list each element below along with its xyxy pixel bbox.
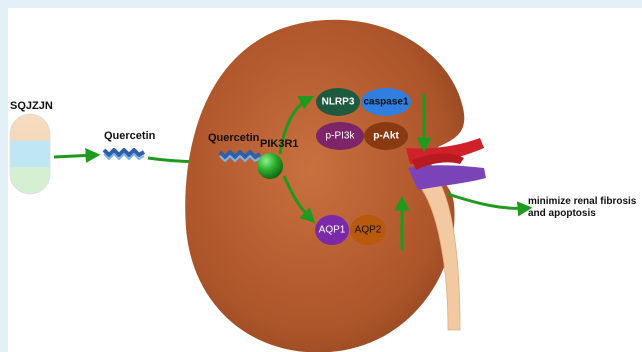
capsule-icon bbox=[10, 114, 50, 194]
aqp2-label: AQP2 bbox=[355, 225, 382, 236]
pik3r1-node bbox=[257, 153, 283, 179]
aqp1-label: AQP1 bbox=[319, 225, 346, 236]
arrow-capsule-to-quercetin bbox=[54, 155, 96, 157]
quercetin-molecule-icon bbox=[104, 150, 144, 159]
diagram-canvas: SQJZJN Quercetin Quercetin PIK3R1 NLRP3 … bbox=[8, 8, 642, 352]
pik3r1-label: PIK3R1 bbox=[260, 138, 299, 151]
p-akt-label: p-Akt bbox=[373, 131, 399, 142]
quercetin-label-kidney: Quercetin bbox=[208, 132, 259, 145]
quercetin-label-left: Quercetin bbox=[104, 130, 155, 143]
diagram-svg bbox=[8, 8, 642, 352]
outcome-label: minimize renal fibrosis and apoptosis bbox=[528, 196, 642, 219]
source-label: SQJZJN bbox=[10, 100, 53, 113]
p-pi3k-label: p-PI3k bbox=[326, 131, 355, 142]
nlrp3-label: NLRP3 bbox=[322, 97, 355, 108]
caspase1-label: caspase1 bbox=[363, 97, 408, 108]
arrow-to-outcome bbox=[448, 194, 528, 208]
